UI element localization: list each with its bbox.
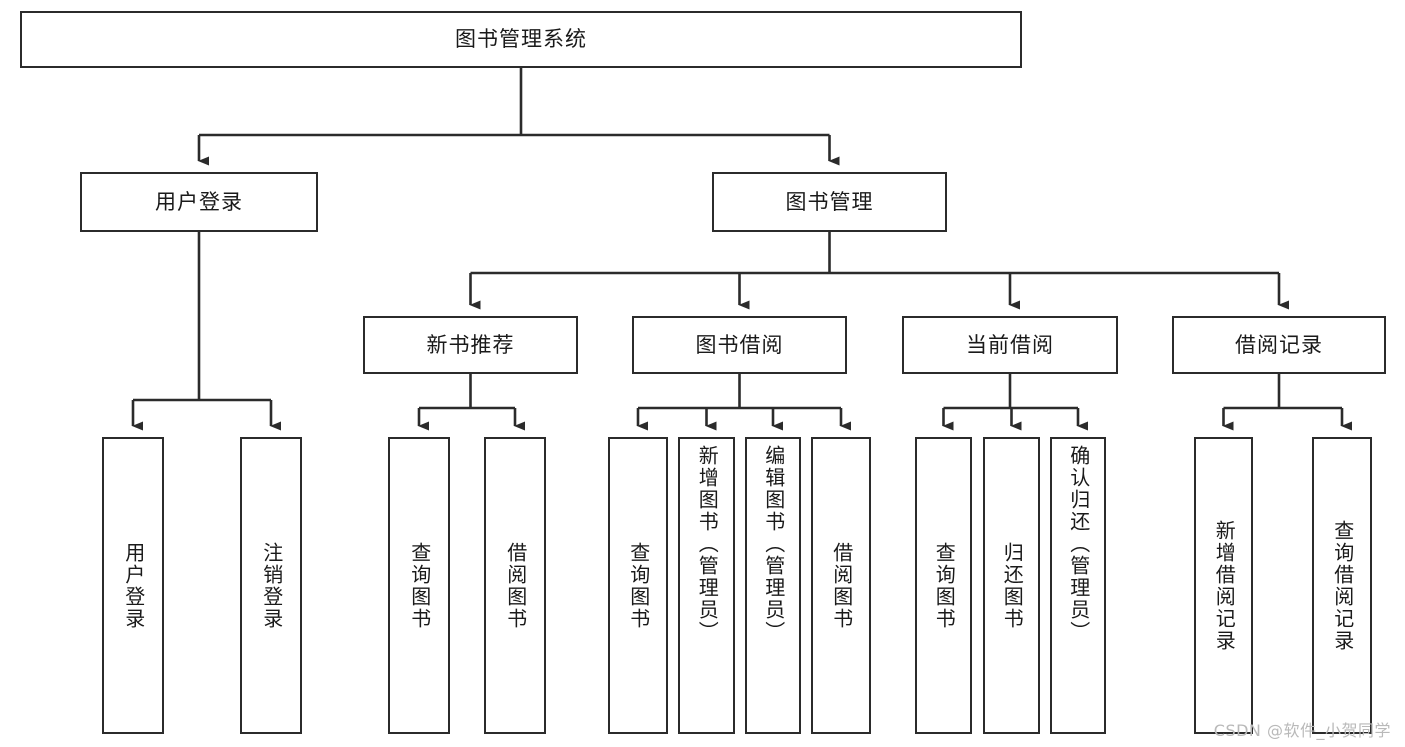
- leaf-add-book-admin-label: 新增图书（管理员）: [695, 445, 720, 643]
- leaf-borrow-book-2-label: 借阅图书: [829, 541, 854, 630]
- node-current-borrow[interactable]: 当前借阅: [902, 316, 1118, 374]
- node-root-label: 图书管理系统: [455, 27, 587, 51]
- node-borrow-record-label: 借阅记录: [1235, 332, 1323, 357]
- leaf-confirm-return-label: 确认归还（管理员）: [1066, 445, 1091, 643]
- leaf-query-book-1[interactable]: 查询图书: [388, 437, 450, 734]
- leaf-borrow-book-1-label: 借阅图书: [503, 541, 528, 630]
- node-root[interactable]: 图书管理系统: [20, 11, 1022, 68]
- leaf-query-borrow-record[interactable]: 查询借阅记录: [1312, 437, 1372, 734]
- node-book-borrow[interactable]: 图书借阅: [632, 316, 847, 374]
- leaf-add-borrow-record[interactable]: 新增借阅记录: [1194, 437, 1253, 734]
- leaf-borrow-book-2[interactable]: 借阅图书: [811, 437, 871, 734]
- leaf-return-book[interactable]: 归还图书: [983, 437, 1040, 734]
- leaf-edit-book-admin[interactable]: 编辑图书（管理员）: [745, 437, 801, 734]
- leaf-add-borrow-record-label: 新增借阅记录: [1212, 519, 1237, 652]
- leaf-borrow-book-1[interactable]: 借阅图书: [484, 437, 546, 734]
- leaf-add-book-admin[interactable]: 新增图书（管理员）: [678, 437, 735, 734]
- leaf-return-book-label: 归还图书: [1000, 541, 1025, 630]
- node-user-login[interactable]: 用户登录: [80, 172, 318, 232]
- leaf-query-borrow-record-label: 查询借阅记录: [1330, 519, 1355, 652]
- leaf-edit-book-admin-label: 编辑图书（管理员）: [761, 445, 786, 643]
- leaf-confirm-return[interactable]: 确认归还（管理员）: [1050, 437, 1106, 734]
- node-book-management[interactable]: 图书管理: [712, 172, 947, 232]
- node-book-borrow-label: 图书借阅: [695, 332, 784, 357]
- watermark-text: CSDN @软件_小贺同学: [1213, 721, 1391, 740]
- leaf-user-login-label: 用户登录: [121, 541, 146, 630]
- leaf-user-logout-label: 注销登录: [259, 541, 284, 630]
- node-user-login-label: 用户登录: [155, 189, 243, 214]
- node-new-book-recommend-label: 新书推荐: [426, 332, 515, 357]
- leaf-query-book-1-label: 查询图书: [407, 541, 432, 630]
- leaf-user-logout[interactable]: 注销登录: [240, 437, 302, 734]
- node-new-book-recommend[interactable]: 新书推荐: [363, 316, 578, 374]
- leaf-query-book-3[interactable]: 查询图书: [915, 437, 972, 734]
- leaf-query-book-3-label: 查询图书: [932, 541, 957, 630]
- leaf-query-book-2-label: 查询图书: [626, 541, 651, 630]
- node-book-management-label: 图书管理: [785, 189, 874, 214]
- node-current-borrow-label: 当前借阅: [966, 332, 1054, 357]
- node-borrow-record[interactable]: 借阅记录: [1172, 316, 1386, 374]
- leaf-query-book-2[interactable]: 查询图书: [608, 437, 668, 734]
- leaf-user-login[interactable]: 用户登录: [102, 437, 164, 734]
